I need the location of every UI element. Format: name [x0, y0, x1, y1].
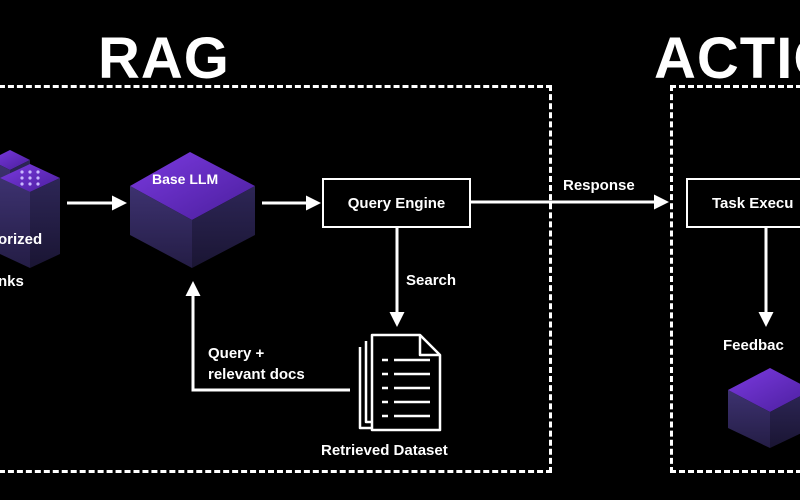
base-llm-label: Base LLM: [152, 171, 219, 187]
document-stack-icon: [358, 333, 442, 432]
query-docs-label-line2: relevant docs: [208, 366, 305, 383]
feedback-label: Feedbac: [723, 337, 784, 354]
action-section-frame: [670, 85, 800, 473]
query-engine-box: Query Engine: [322, 178, 471, 228]
rag-section-title: RAG: [98, 26, 230, 91]
feedback-cube: [728, 368, 800, 448]
rag-section-frame: [0, 85, 552, 473]
task-executor-box: Task Execu: [686, 178, 800, 228]
vectorized-chunks-cubes: [0, 150, 60, 268]
search-label: Search: [406, 272, 457, 289]
arrow-query-relevant-docs: [185, 281, 350, 392]
vectorized-label: orized: [0, 231, 43, 248]
base-llm-cube: [130, 152, 255, 268]
response-label: Response: [563, 177, 635, 194]
query-docs-label-line1: Query +: [208, 345, 265, 362]
action-section-title: ACTIO: [654, 26, 800, 91]
retrieved-dataset-label: Retrieved Dataset: [321, 442, 448, 459]
chunks-label: nks: [0, 273, 24, 290]
